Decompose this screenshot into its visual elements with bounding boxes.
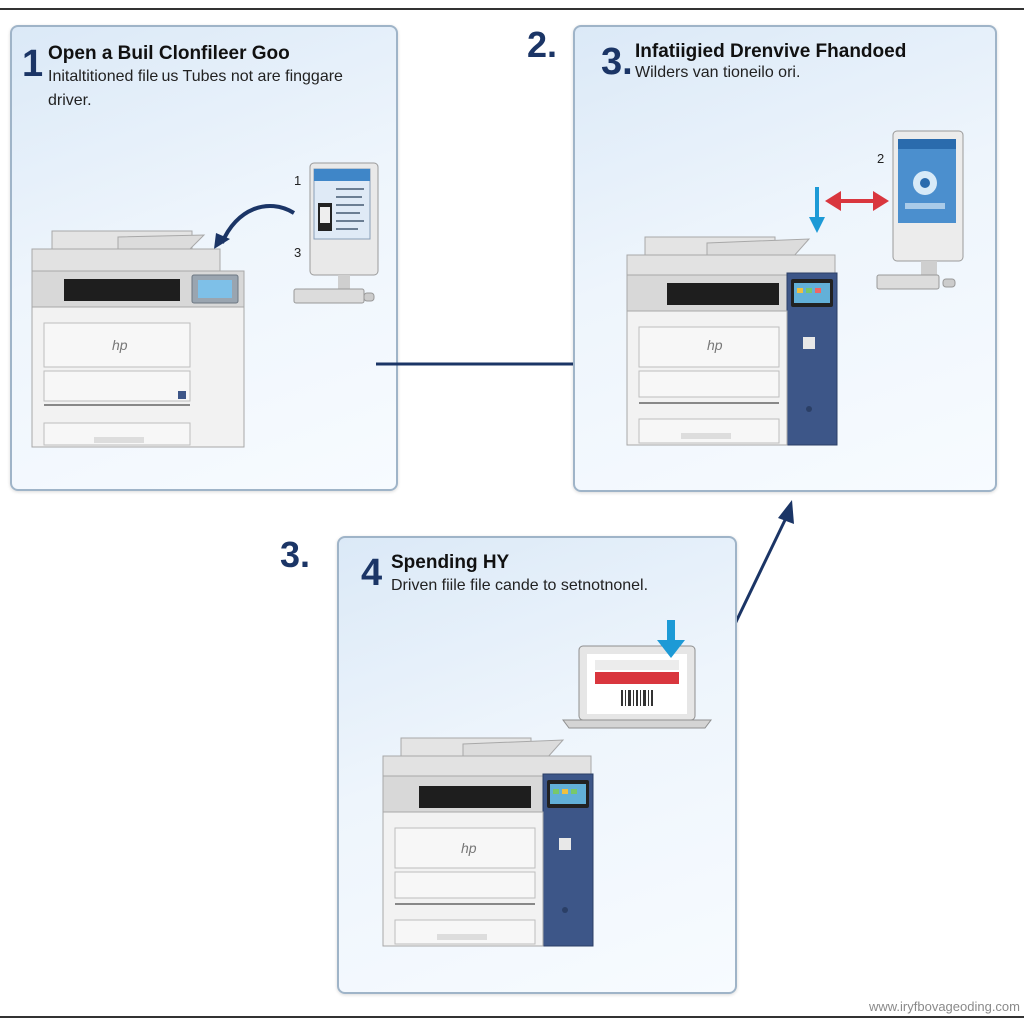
- step-2-label: 2: [877, 151, 885, 166]
- step-2-outside-number: 2.: [527, 24, 558, 65]
- step-2-title: Infatiigied Drenvive Fhandoed: [635, 41, 907, 62]
- page-frame: [0, 8, 1024, 1018]
- step-3-panel: 4 Spending HY Driven fiile file cande to…: [337, 536, 737, 994]
- step-1-number: 1: [22, 43, 44, 85]
- step-2-number: 3.: [601, 41, 633, 83]
- laptop-icon: [562, 620, 712, 729]
- step-3-outside-number: 3.: [280, 534, 311, 575]
- down-arrow-icon: [809, 187, 825, 233]
- step-3-number: 4: [361, 552, 383, 594]
- footer-url: www.iryfbovageoding.com: [868, 999, 1020, 1014]
- double-arrow-icon: [825, 191, 889, 211]
- printer-icon: [31, 230, 245, 448]
- step-1-label-a: 1: [294, 173, 302, 188]
- printer-icon: [382, 737, 594, 947]
- hp-logo: hp: [461, 840, 477, 856]
- step-1-panel: 1 Open a Buil Clonfileer Goo Initaltitio…: [10, 25, 398, 491]
- step-1-title: Open a Buil Clonfileer Goo: [48, 43, 290, 64]
- hp-logo: hp: [112, 337, 128, 353]
- computer-icon: [876, 130, 964, 290]
- step-1-label-b: 3: [294, 245, 302, 260]
- printer-icon: [626, 236, 838, 446]
- step-2-panel: 3. Infatiigied Drenvive Fhandoed Wilders…: [573, 25, 997, 492]
- right-arrow-icon: [376, 354, 594, 374]
- up-arrow-icon: [732, 500, 794, 627]
- step-2-description: Wilders van tioneilo ori.: [635, 64, 801, 81]
- step-3-title: Spending HY: [391, 552, 510, 573]
- computer-icon: [293, 162, 379, 304]
- curved-arrow-icon: [214, 204, 296, 249]
- hp-logo: hp: [707, 337, 723, 353]
- step-3-description: Driven fiile file cande to setnotnonel.: [391, 577, 649, 594]
- step-1-description: Initaltitioned file us Tubes not are fin…: [48, 68, 343, 109]
